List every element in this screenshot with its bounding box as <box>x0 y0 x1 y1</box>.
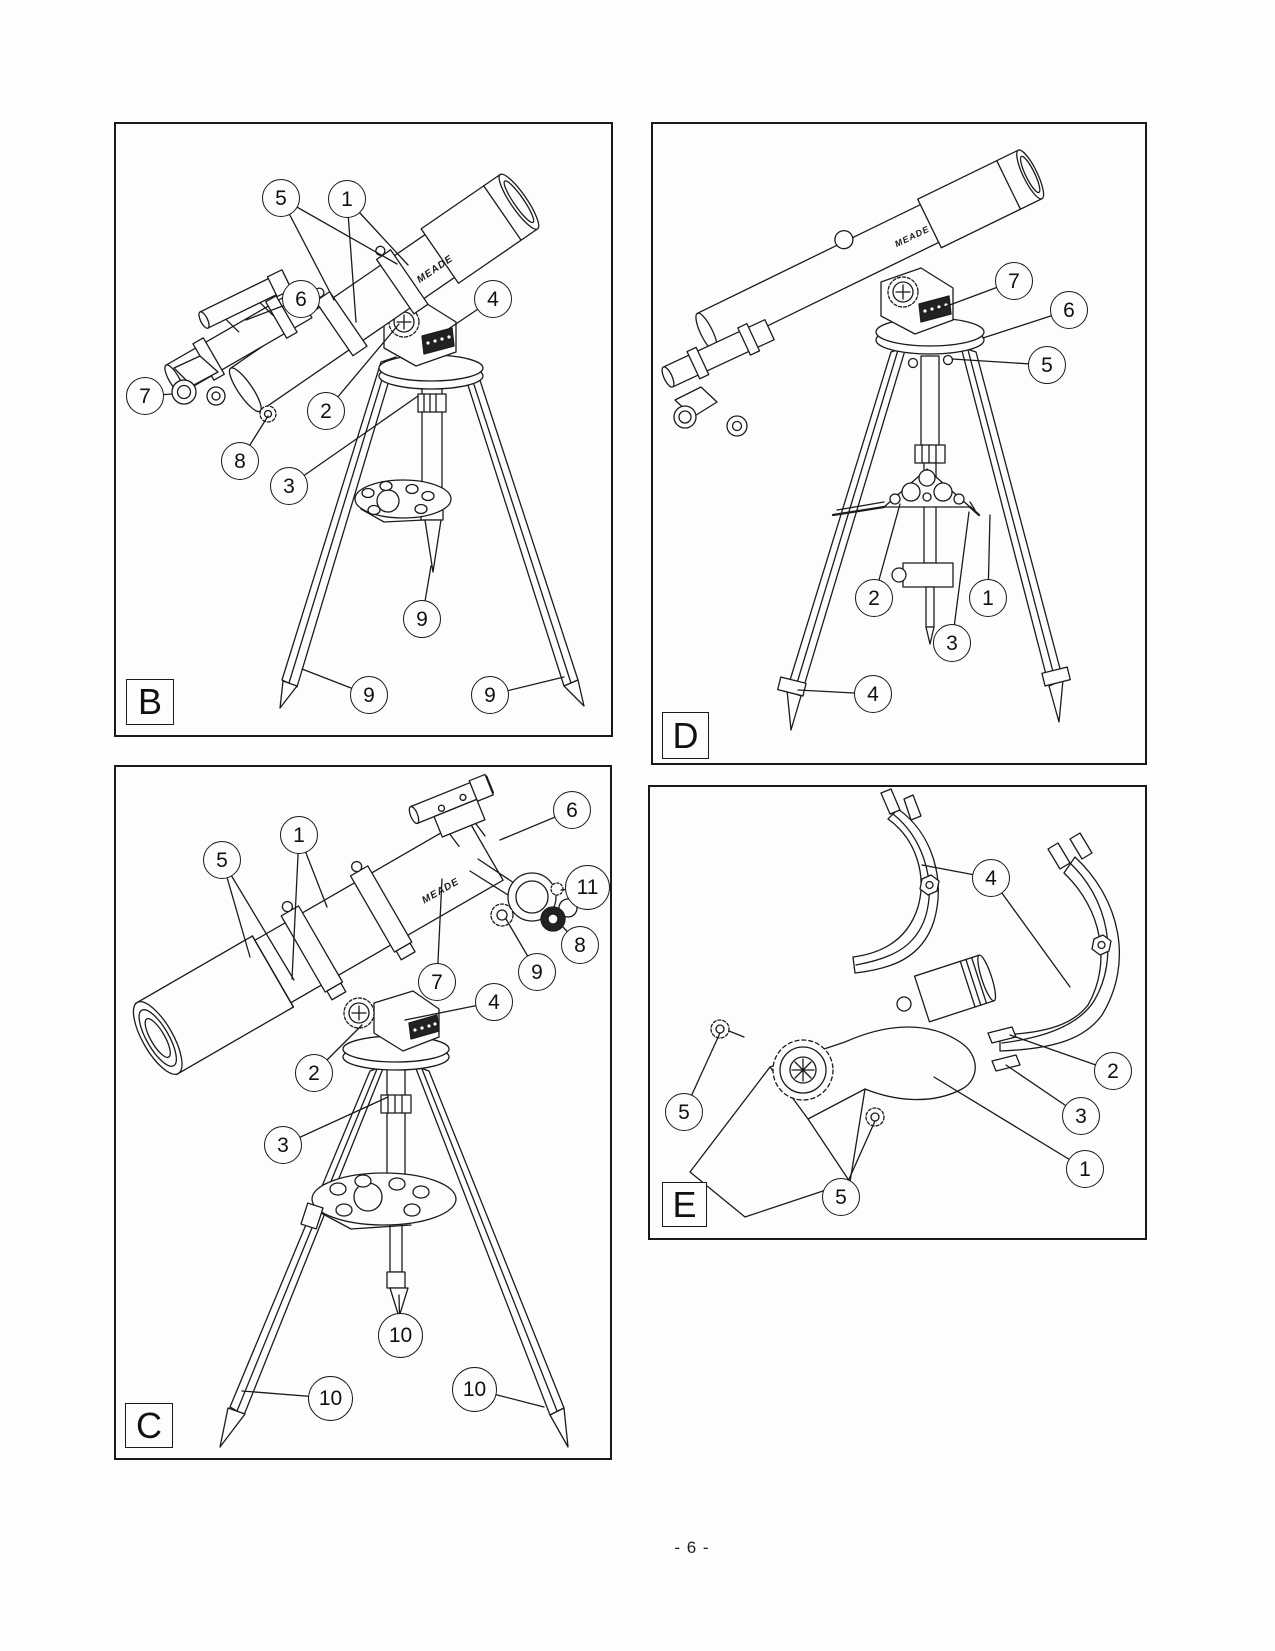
callout-9: 9 <box>350 676 388 714</box>
callout-5: 5 <box>262 179 300 217</box>
ring-lock-knob <box>281 900 294 913</box>
column-tip <box>424 519 442 573</box>
callout-8: 8 <box>561 926 599 964</box>
spreader-arm <box>831 505 981 517</box>
callout-6: 6 <box>553 791 591 829</box>
callout-3: 3 <box>264 1126 302 1164</box>
tripod-foot-spike <box>219 1407 246 1448</box>
tripod-foot-spike <box>563 679 585 707</box>
panel-b-label: B <box>126 679 174 725</box>
callout-3: 3 <box>933 624 971 662</box>
finder-scope <box>408 773 495 848</box>
callout-9: 9 <box>518 953 556 991</box>
callout-5: 5 <box>822 1178 860 1216</box>
callout-6: 6 <box>1050 291 1088 329</box>
panel-d-label: D <box>662 712 709 759</box>
panel-c: MEADE <box>114 765 612 1460</box>
panel-e-label: E <box>662 1182 707 1227</box>
tripod-foot-spike <box>549 1407 569 1448</box>
callout-2: 2 <box>295 1054 333 1092</box>
callout-11: 11 <box>565 865 610 910</box>
callout-10: 10 <box>378 1313 423 1358</box>
ring-fork-tab <box>1047 842 1071 870</box>
handbox-port <box>918 295 952 323</box>
callout-4: 4 <box>972 859 1010 897</box>
callout-4: 4 <box>475 983 513 1021</box>
center-column <box>920 355 940 449</box>
callout-4: 4 <box>854 675 892 713</box>
panel-c-illustration: MEADE <box>132 773 588 1448</box>
callout-10: 10 <box>308 1376 353 1421</box>
callout-4: 4 <box>474 280 512 318</box>
callout-3: 3 <box>1062 1097 1100 1135</box>
callout-5: 5 <box>203 841 241 879</box>
optical-tube: MEADE <box>228 173 540 413</box>
objective-lens <box>144 1017 171 1059</box>
optical-tube: MEADE <box>132 817 504 1076</box>
ring-lock-knob <box>351 860 363 873</box>
callout-7: 7 <box>995 262 1033 300</box>
bolt-hole <box>896 996 912 1012</box>
callout-6: 6 <box>282 280 320 318</box>
column-bracket <box>902 562 954 588</box>
callout-2: 2 <box>307 392 345 430</box>
callout-1: 1 <box>328 180 366 218</box>
callout-1: 1 <box>280 816 318 854</box>
accessory-tray <box>311 1172 457 1226</box>
tripod-foot-spike <box>1048 679 1064 723</box>
panel-d-illustration: MEADE <box>661 149 1071 731</box>
base-bolt <box>942 354 954 366</box>
callout-7: 7 <box>418 963 456 1001</box>
tripod-foot-spike <box>279 680 298 709</box>
callout-8: 8 <box>221 442 259 480</box>
callout-2: 2 <box>1094 1052 1132 1090</box>
latch-clip <box>991 1054 1021 1072</box>
callout-3: 3 <box>270 467 308 505</box>
optical-tube: MEADE <box>695 149 1045 352</box>
tripod-foot-spike <box>786 689 802 731</box>
panel-e: 4 2 3 1 5 5 E <box>648 785 1147 1240</box>
mount-body <box>689 1026 976 1218</box>
leg-bracket <box>777 676 807 697</box>
ring-fork-tab <box>1069 832 1093 860</box>
callout-2: 2 <box>855 579 893 617</box>
panel-c-label: C <box>125 1403 173 1448</box>
cradle-ring-half <box>852 808 939 974</box>
panel-b-illustration: MEADE <box>144 173 585 709</box>
panel-b: MEADE <box>114 122 613 737</box>
handbox-port <box>408 1014 440 1040</box>
finder-scope <box>661 319 775 388</box>
leg-bracket <box>1041 666 1071 687</box>
ring-fork-tab <box>903 794 922 821</box>
callout-9: 9 <box>403 600 441 638</box>
ring-fork-tab <box>880 788 901 815</box>
azimuth-barrel <box>913 954 997 1023</box>
tray-bracket <box>300 1202 324 1230</box>
callout-5: 5 <box>1028 346 1066 384</box>
finder-objective <box>834 230 854 250</box>
callout-1: 1 <box>1066 1150 1104 1188</box>
page-number: - 6 - <box>674 1538 710 1557</box>
callout-1: 1 <box>969 579 1007 617</box>
callout-7: 7 <box>126 377 164 415</box>
callout-10: 10 <box>452 1367 497 1412</box>
thumbscrew <box>550 882 564 896</box>
base-bolt <box>907 357 919 369</box>
handbox-port <box>421 327 455 355</box>
panel-d: MEADE 7 6 <box>651 122 1147 765</box>
callout-5: 5 <box>665 1093 703 1131</box>
panel-e-illustration <box>683 788 1121 1218</box>
callout-9: 9 <box>471 676 509 714</box>
finder-bracket <box>433 798 486 838</box>
